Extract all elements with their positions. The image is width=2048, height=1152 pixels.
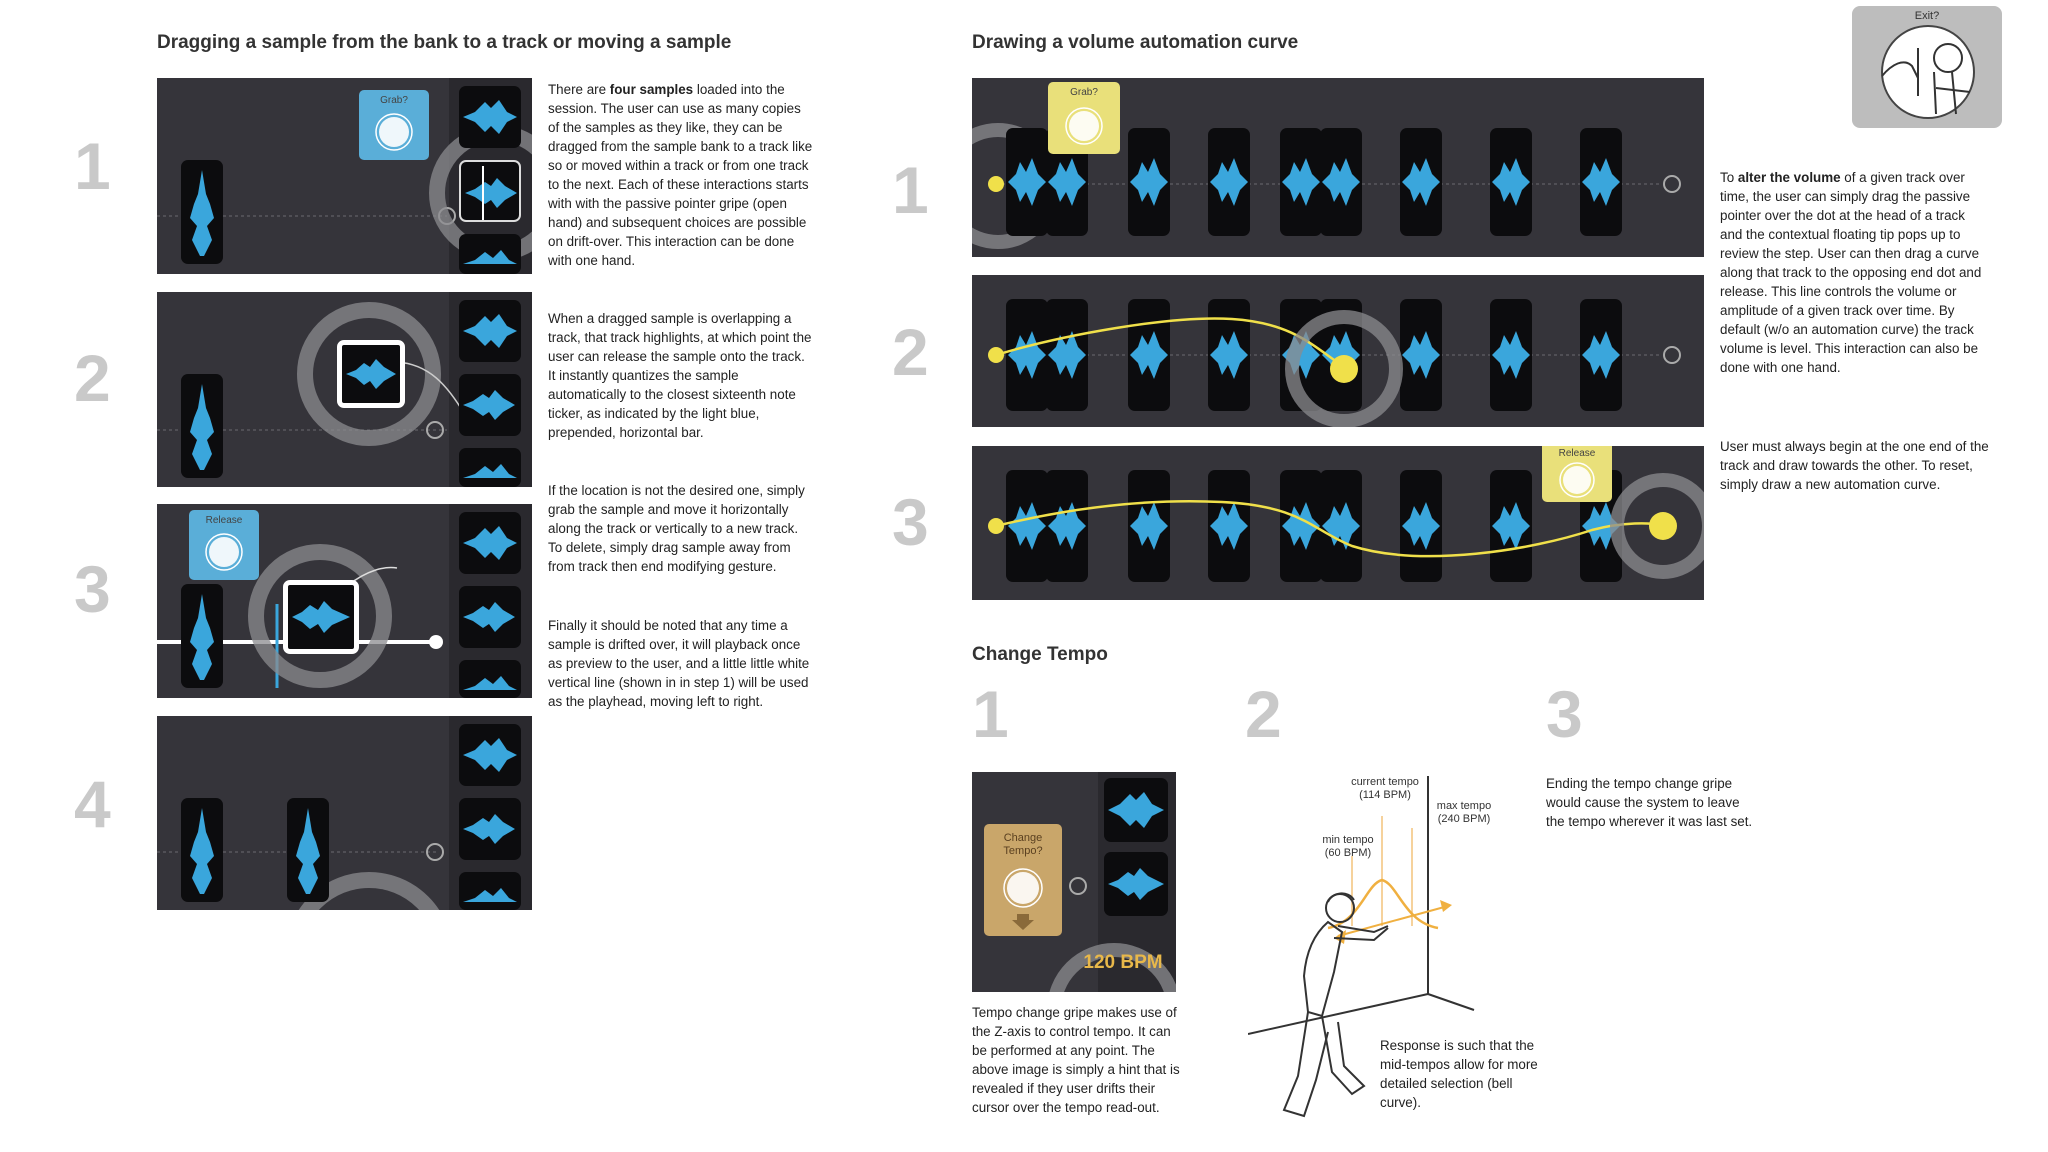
exit-hint-label: Exit? [1914, 10, 1940, 22]
track-clip[interactable] [1208, 128, 1250, 236]
track-clip[interactable] [1490, 299, 1532, 411]
grab-hint-label: Grab? [380, 95, 408, 106]
step-number: 1 [74, 129, 111, 203]
change-tempo-hint-label: Change Tempo? [1003, 832, 1043, 857]
track-clip[interactable] [1320, 128, 1362, 236]
grab-hint: Grab? [1048, 82, 1120, 154]
sample-clip[interactable] [287, 798, 329, 902]
sample-clip[interactable] [181, 584, 223, 688]
drag-step3-panel: Release [157, 504, 532, 698]
change-tempo-hint: Change Tempo? [984, 824, 1062, 936]
volume-step1-panel: Grab? [972, 78, 1704, 257]
closed-hand-icon [205, 533, 243, 571]
exit-gesture-icon [1881, 25, 1975, 119]
track-clip[interactable] [1400, 470, 1442, 582]
bank-sample-2[interactable] [459, 374, 521, 436]
bank-sample-2[interactable] [459, 586, 521, 648]
track-clip[interactable] [1208, 470, 1250, 582]
min-tempo-label: min tempo (60 BPM) [1322, 834, 1374, 859]
bank-sample-3[interactable] [459, 234, 521, 274]
step-number: 3 [1546, 677, 1583, 751]
tempo-gesture-illustration [1248, 776, 1475, 1118]
open-hand-icon [1065, 107, 1103, 145]
bank-sample-1[interactable] [459, 724, 521, 786]
grab-hint-label: Grab? [1070, 87, 1098, 98]
step-number: 2 [892, 315, 929, 389]
sample-clip[interactable] [181, 374, 223, 478]
automation-curve [988, 473, 1704, 579]
sample-clip[interactable] [181, 798, 223, 902]
drag-description-1: There are four samples loaded into the s… [548, 82, 813, 268]
bank-sample-3[interactable] [459, 660, 521, 698]
tempo-response-note: Response is such that the mid-tempos all… [1380, 1038, 1538, 1110]
volume-step3-panel: Release [972, 446, 1704, 600]
track-clip[interactable] [1046, 299, 1088, 411]
bank-sample-1[interactable] [1104, 778, 1168, 842]
step-number: 1 [972, 677, 1009, 751]
sample-clip[interactable] [181, 160, 223, 264]
drag-step4-panel [157, 716, 532, 910]
track-clip[interactable] [1320, 470, 1362, 582]
drag-step1-panel: Grab? [157, 78, 532, 274]
bank-sample-2[interactable] [459, 798, 521, 860]
section-drag-title: Dragging a sample from the bank to a tra… [157, 32, 732, 53]
track-clip[interactable] [1006, 128, 1048, 236]
exit-hint[interactable]: Exit? [1852, 6, 2002, 128]
tempo-caption-1: Tempo change gripe makes use of the Z-ax… [972, 1005, 1180, 1115]
open-hand-icon [375, 113, 413, 151]
track-clip[interactable] [1580, 128, 1622, 236]
drag-description-4: Finally it should be noted that any time… [548, 618, 810, 709]
automation-curve [988, 310, 1403, 427]
grab-hint: Grab? [359, 90, 429, 160]
track-clip[interactable] [1400, 299, 1442, 411]
max-tempo-label: max tempo (240 BPM) [1436, 800, 1492, 825]
released-sample[interactable] [283, 580, 359, 654]
bank-sample-1[interactable] [459, 512, 521, 574]
track-clip[interactable] [1128, 299, 1170, 411]
track-clip[interactable] [1400, 128, 1442, 236]
step-number: 2 [74, 341, 111, 415]
step-number: 3 [892, 485, 929, 559]
section-tempo-title: Change Tempo [972, 644, 1108, 665]
volume-description-2: User must always begin at the one end of… [1720, 439, 1989, 492]
tempo-caption-3: Ending the tempo change gripe would caus… [1546, 776, 1753, 829]
drag-step2-panel [157, 292, 532, 487]
drag-description-3: If the location is not the desired one, … [548, 483, 805, 574]
bank-sample-3[interactable] [459, 448, 521, 487]
bank-sample-3[interactable] [459, 872, 521, 910]
track-clip[interactable] [1580, 299, 1622, 411]
tempo-step1-panel: Change Tempo? 120 BPM [972, 772, 1176, 992]
volume-step2-panel [972, 275, 1704, 427]
bank-sample-1[interactable] [459, 86, 521, 148]
current-tempo-label: current tempo (114 BPM) [1351, 776, 1419, 801]
track-clip[interactable] [1006, 470, 1048, 582]
tempo-readout[interactable]: 120 BPM [1083, 952, 1163, 973]
closed-hand-icon [1559, 462, 1595, 498]
bank-sample-1[interactable] [459, 300, 521, 362]
bank-sample-2[interactable] [459, 160, 521, 222]
track-clip[interactable] [1280, 128, 1322, 236]
dragged-sample[interactable] [337, 340, 405, 408]
step-number: 2 [1245, 677, 1282, 751]
step-number: 3 [74, 552, 111, 626]
volume-description-1: To alter the volume of a given track ove… [1720, 170, 1982, 375]
release-hint: Release [189, 510, 259, 580]
push-hand-icon [1003, 868, 1043, 930]
release-hint: Release [1542, 446, 1612, 502]
step-number: 4 [74, 767, 111, 841]
track-clip[interactable] [1490, 470, 1532, 582]
release-hint-label: Release [1558, 448, 1596, 459]
track-clip[interactable] [1490, 128, 1532, 236]
step-number: 1 [892, 153, 929, 227]
track-clip[interactable] [1128, 128, 1170, 236]
bank-sample-2[interactable] [1104, 852, 1168, 916]
drag-description-2: When a dragged sample is overlapping a t… [548, 311, 812, 440]
release-hint-label: Release [205, 515, 243, 526]
track-clip[interactable] [1128, 470, 1170, 582]
section-volume-title: Drawing a volume automation curve [972, 32, 1299, 53]
